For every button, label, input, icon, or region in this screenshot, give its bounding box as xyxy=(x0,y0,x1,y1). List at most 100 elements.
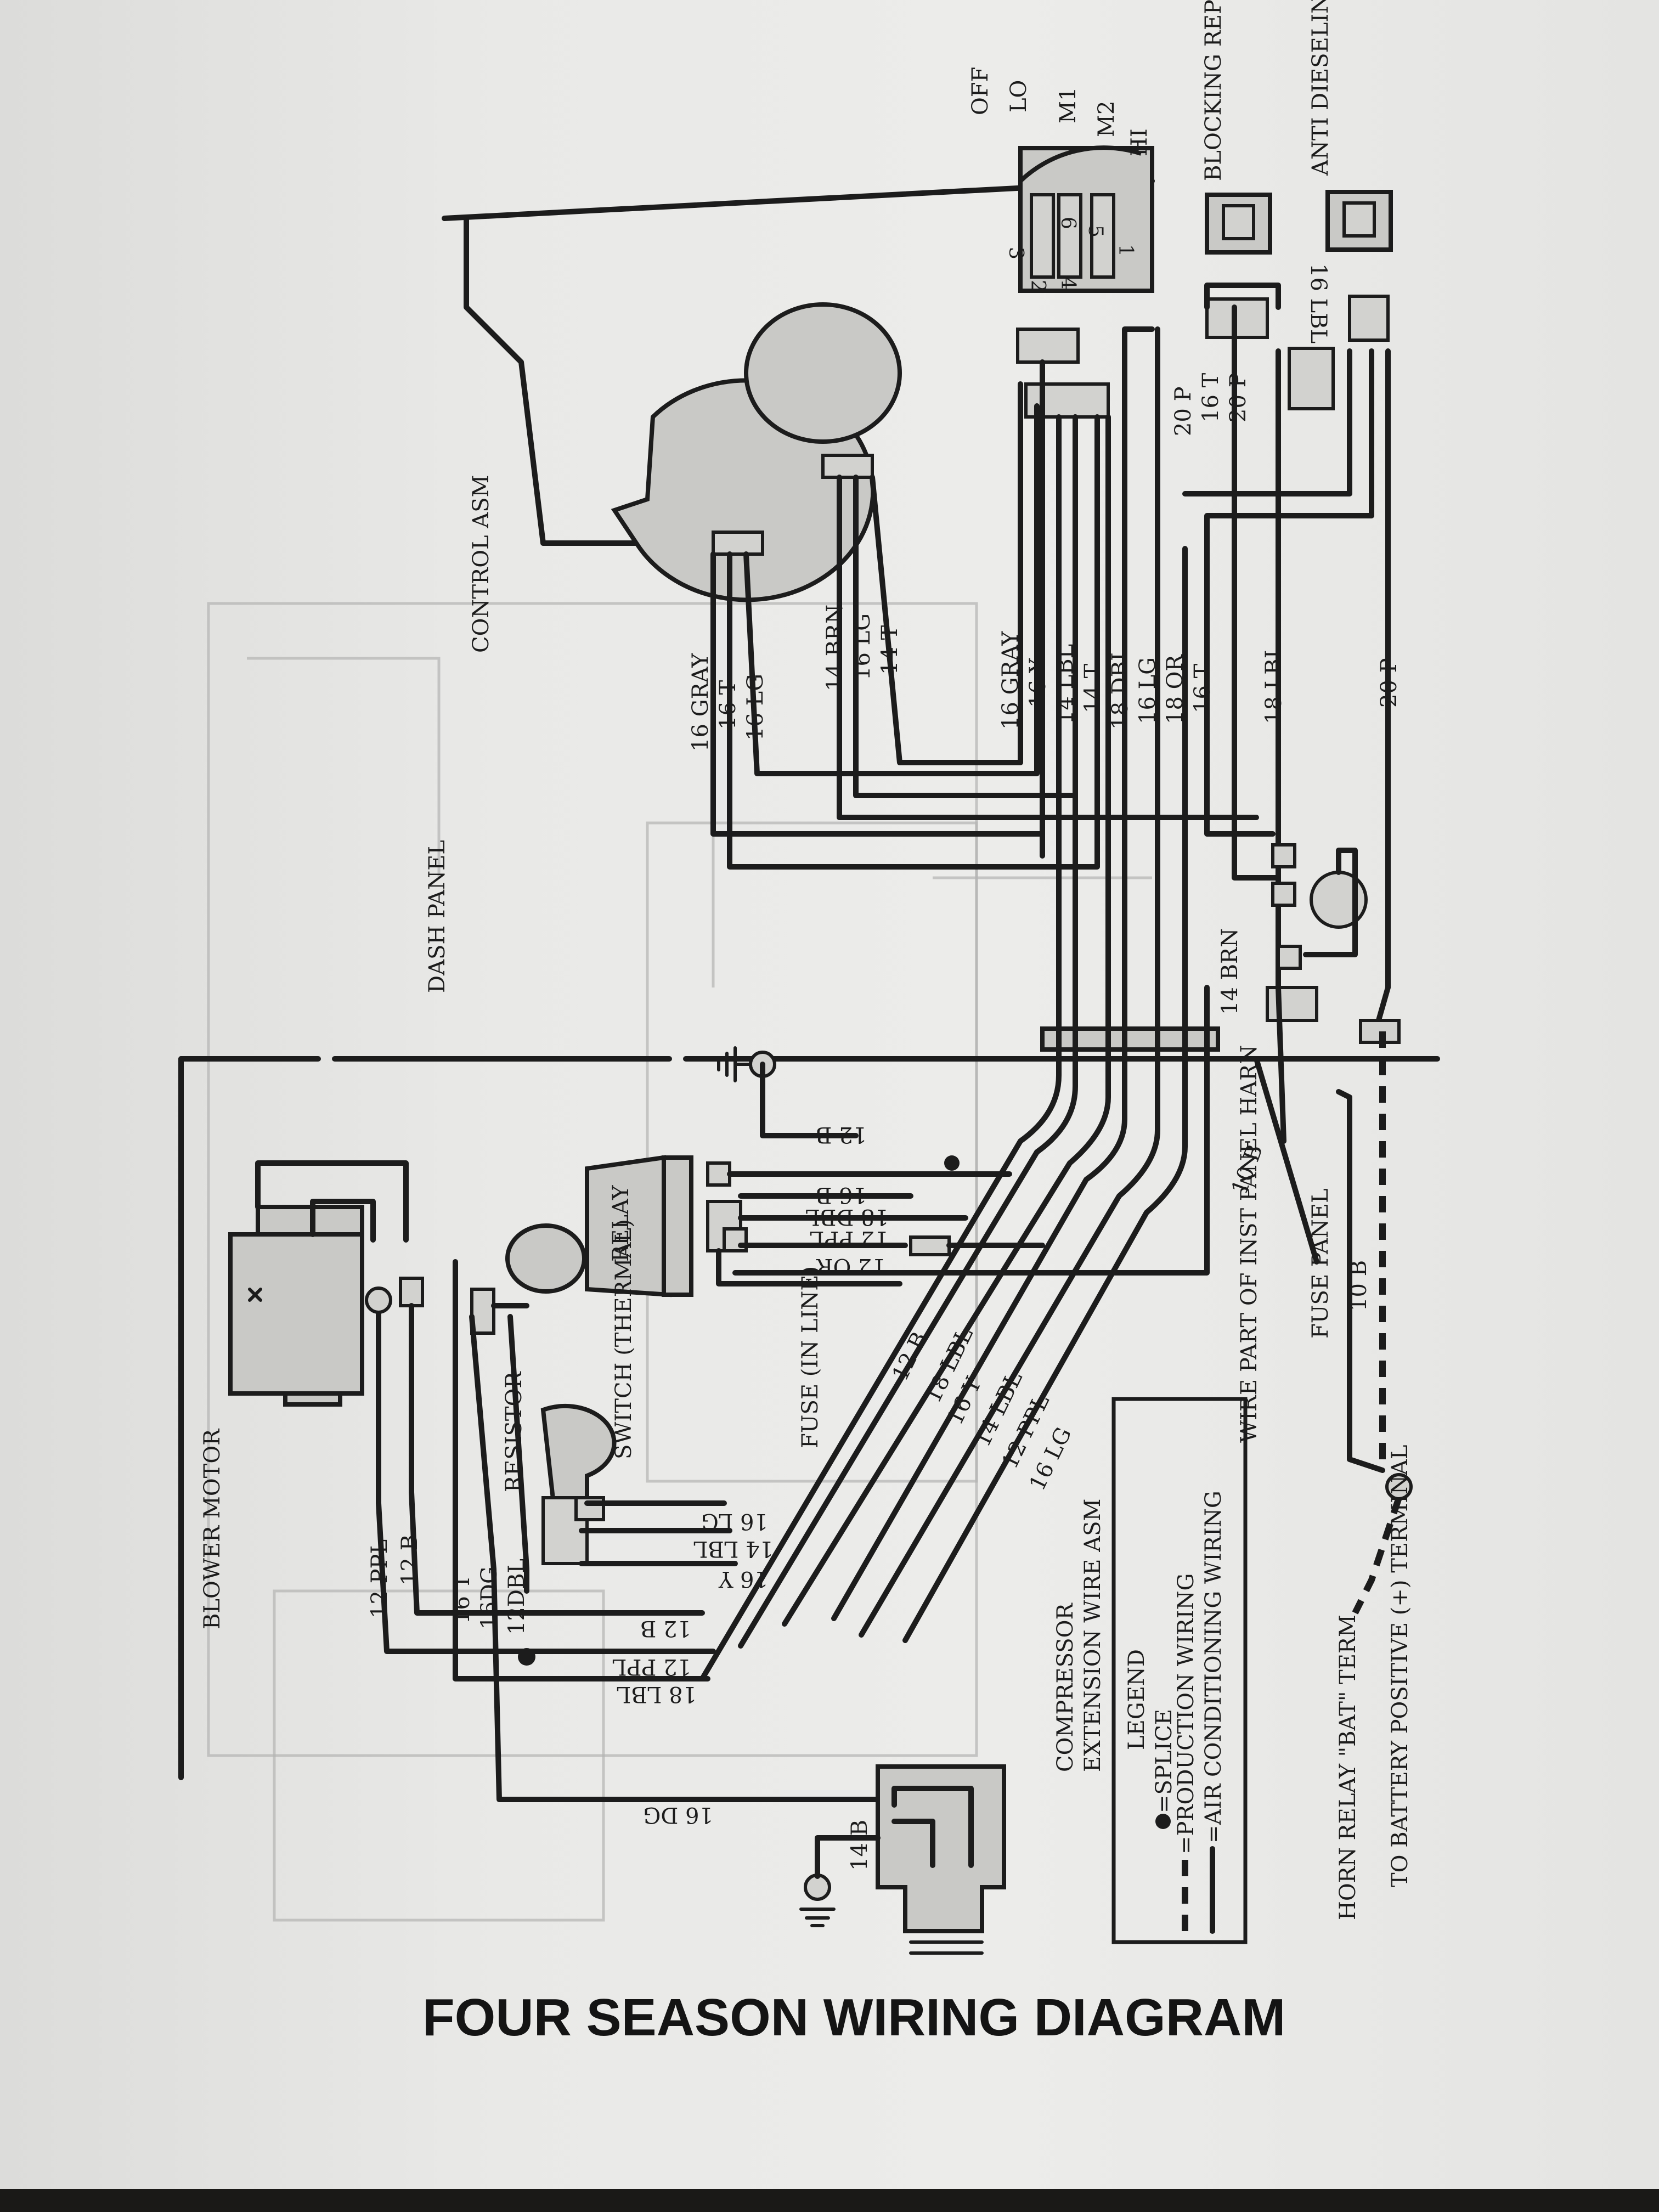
wire-label: 16 B xyxy=(816,1182,867,1207)
wire-label: 16 Y xyxy=(1025,658,1051,708)
wire-label: 16 T xyxy=(1190,663,1215,713)
wire-labels-compressor: 16 DG 14 B xyxy=(643,1802,872,1871)
wire-label: 14 T xyxy=(1080,663,1105,713)
wire-label: 12 B xyxy=(640,1616,691,1641)
wire-part-of-inst-panel-harn-label: WIRE PART OF INST PANEL HARN xyxy=(1237,1045,1262,1443)
resistor-label: RESISTOR xyxy=(501,1371,527,1492)
wire-label: 14 BRN xyxy=(822,605,848,691)
extension-wire-asm-label: EXTENSION WIRE ASM xyxy=(1080,1499,1105,1772)
blower-left-wiring xyxy=(376,1259,902,1802)
harness-mid-connectors xyxy=(1266,843,1401,1044)
wire-label: 14 LBL xyxy=(693,1536,774,1561)
legend-marks xyxy=(1155,1814,1215,1934)
legend-box xyxy=(1111,1397,1248,1944)
fuse-panel-label: FUSE PANEL xyxy=(1308,1188,1333,1339)
wire-labels-resistor: 16 LG 14 LBL 16 Y xyxy=(693,1509,774,1592)
switch-pin-5: 5 xyxy=(1084,225,1107,238)
relay-component xyxy=(585,1155,748,1297)
resistor xyxy=(540,1403,617,1565)
thermal-switch xyxy=(470,1223,586,1335)
table-edge xyxy=(0,2189,1659,2212)
wire-label: 16 GRAY xyxy=(688,653,713,752)
wire-labels-control-c: 16 GRAY 16 Y 14 LBL 14 T 18 DBL 16 LG 18… xyxy=(998,631,1402,730)
lower-harness xyxy=(699,985,1319,1681)
wire-labels-relay-side: 12 B 16 B 18 DBL 12 PPL 12 OR xyxy=(805,1122,889,1279)
wire-label: 16 LG xyxy=(743,674,768,741)
switch-pos-off: OFF xyxy=(968,67,993,115)
wire-label: 16 LBL xyxy=(1306,263,1331,343)
legend-ac: =AIR CONDITIONING WIRING xyxy=(1201,1491,1226,1843)
wire-label: 18 DBL xyxy=(805,1204,889,1229)
wire-label: 20 P xyxy=(1171,386,1196,436)
switch-pin-3: 3 xyxy=(1005,247,1027,259)
fuse-in-line-label: FUSE (IN LINE) xyxy=(798,1266,823,1448)
wire-label: 12 PPL xyxy=(612,1654,691,1679)
switch-pos-lo: LO xyxy=(1006,80,1031,112)
wire-label: 14 B xyxy=(847,1820,872,1871)
wire-label-14-brn: 14 BRN xyxy=(1217,928,1243,1015)
ground-symbol-compressor xyxy=(799,1835,881,1927)
switch-pin-2: 2 xyxy=(1026,280,1049,292)
blocking-relay-label: BLOCKING REPLAY xyxy=(1201,0,1226,181)
wire-label: 16 T xyxy=(449,1574,475,1624)
switch-pos-m1: M1 xyxy=(1056,87,1081,123)
wire-labels-control-b: 14 BRN 16 LG 14 T xyxy=(822,605,902,691)
wire-label: 18 LBL xyxy=(617,1681,697,1707)
wire-label: 12 B xyxy=(397,1534,422,1585)
battery-feed xyxy=(1336,1031,1413,1615)
page-title: FOUR SEASON WIRING DIAGRAM xyxy=(422,1988,1285,2047)
wire-label: 16DG xyxy=(477,1566,502,1629)
relay-wires xyxy=(716,1155,1012,1286)
wire-labels-blower-left: 12 PPL 12 B 16 T 16DG 12DBL xyxy=(367,1534,529,1635)
fuse-in-line xyxy=(909,1235,1045,1256)
switch-pin-labels: 3 2 1 4 5 6 xyxy=(1005,217,1137,292)
wire-label: 12 OR xyxy=(816,1254,886,1279)
blocking-relay xyxy=(1205,193,1272,255)
switch-pos-m2: M2 xyxy=(1094,101,1119,137)
legend-splice: =SPLICE xyxy=(1152,1709,1177,1813)
wire-labels-relay-top: 20 P 16 T 20 P 16 LBL xyxy=(1171,263,1331,436)
control-wire-harness xyxy=(710,283,1391,1029)
wire-label: 20 P xyxy=(1376,658,1402,708)
legend-production: =PRODUCTION WIRING xyxy=(1173,1573,1199,1855)
wire-label: 14 T xyxy=(877,625,902,675)
wire-label: 16 Y xyxy=(718,1566,768,1592)
wire-label: 12 PPL xyxy=(367,1539,392,1618)
wire-label: 16 T xyxy=(1198,373,1223,422)
wire-label: 16 LG xyxy=(701,1509,768,1534)
wire-labels-bottom: 12 B 12 PPL 18 LBL xyxy=(612,1616,697,1707)
wire-label: 14 LBL xyxy=(1053,644,1078,724)
switch-pin-6: 6 xyxy=(1057,217,1079,229)
wire-label: 18 OR xyxy=(1163,654,1188,724)
switch-thermal-label: SWITCH (THERMAL) xyxy=(611,1219,636,1459)
anti-dieseling-relay-label: ANTI DIESELING REPLAY xyxy=(1308,0,1333,176)
wire-label: 12 B xyxy=(816,1122,867,1147)
switch-position-labels: OFF LO M1 M2 HI xyxy=(968,67,1152,156)
compressor xyxy=(876,1764,1006,1955)
wire-label: 12DBL xyxy=(504,1559,529,1635)
blower-motor xyxy=(228,1160,424,1407)
relay-label: RELAY xyxy=(608,1185,634,1262)
battery-terminal-label: TO BATTERY POSITIVE (+) TERMINAL xyxy=(1387,1445,1413,1887)
wire-label: 20 P xyxy=(1226,373,1251,422)
switch-pin-4: 4 xyxy=(1057,277,1079,290)
switch-pin-1: 1 xyxy=(1114,244,1137,257)
wire-label-10-b-b: 10 B xyxy=(1346,1260,1372,1311)
control-connectors xyxy=(712,454,874,556)
wire-label: 16 GRAY xyxy=(998,631,1023,730)
switch-pos-hi: HI xyxy=(1127,128,1152,156)
control-connector-blocks xyxy=(1016,295,1390,419)
wire-label: 16 DG xyxy=(643,1802,713,1827)
wire-labels-control-a: 16 GRAY 16 T 16 LG xyxy=(688,653,768,752)
dash-panel-label: DASH PANEL xyxy=(425,840,450,993)
wire-label: 18 DBL xyxy=(1108,646,1133,730)
anti-dieseling-relay xyxy=(1325,190,1393,252)
compressor-label: COMPRESSOR xyxy=(1053,1602,1078,1772)
ground-symbol-dash xyxy=(717,1046,859,1138)
wire-label: 16 LG xyxy=(850,613,875,680)
bulkhead-connector xyxy=(1040,1026,1220,1052)
wire-label: 16 LG xyxy=(1135,657,1160,724)
legend-heading: LEGEND xyxy=(1124,1649,1149,1750)
horn-relay-label: HORN RELAY "BAT" TERM xyxy=(1335,1615,1361,1920)
